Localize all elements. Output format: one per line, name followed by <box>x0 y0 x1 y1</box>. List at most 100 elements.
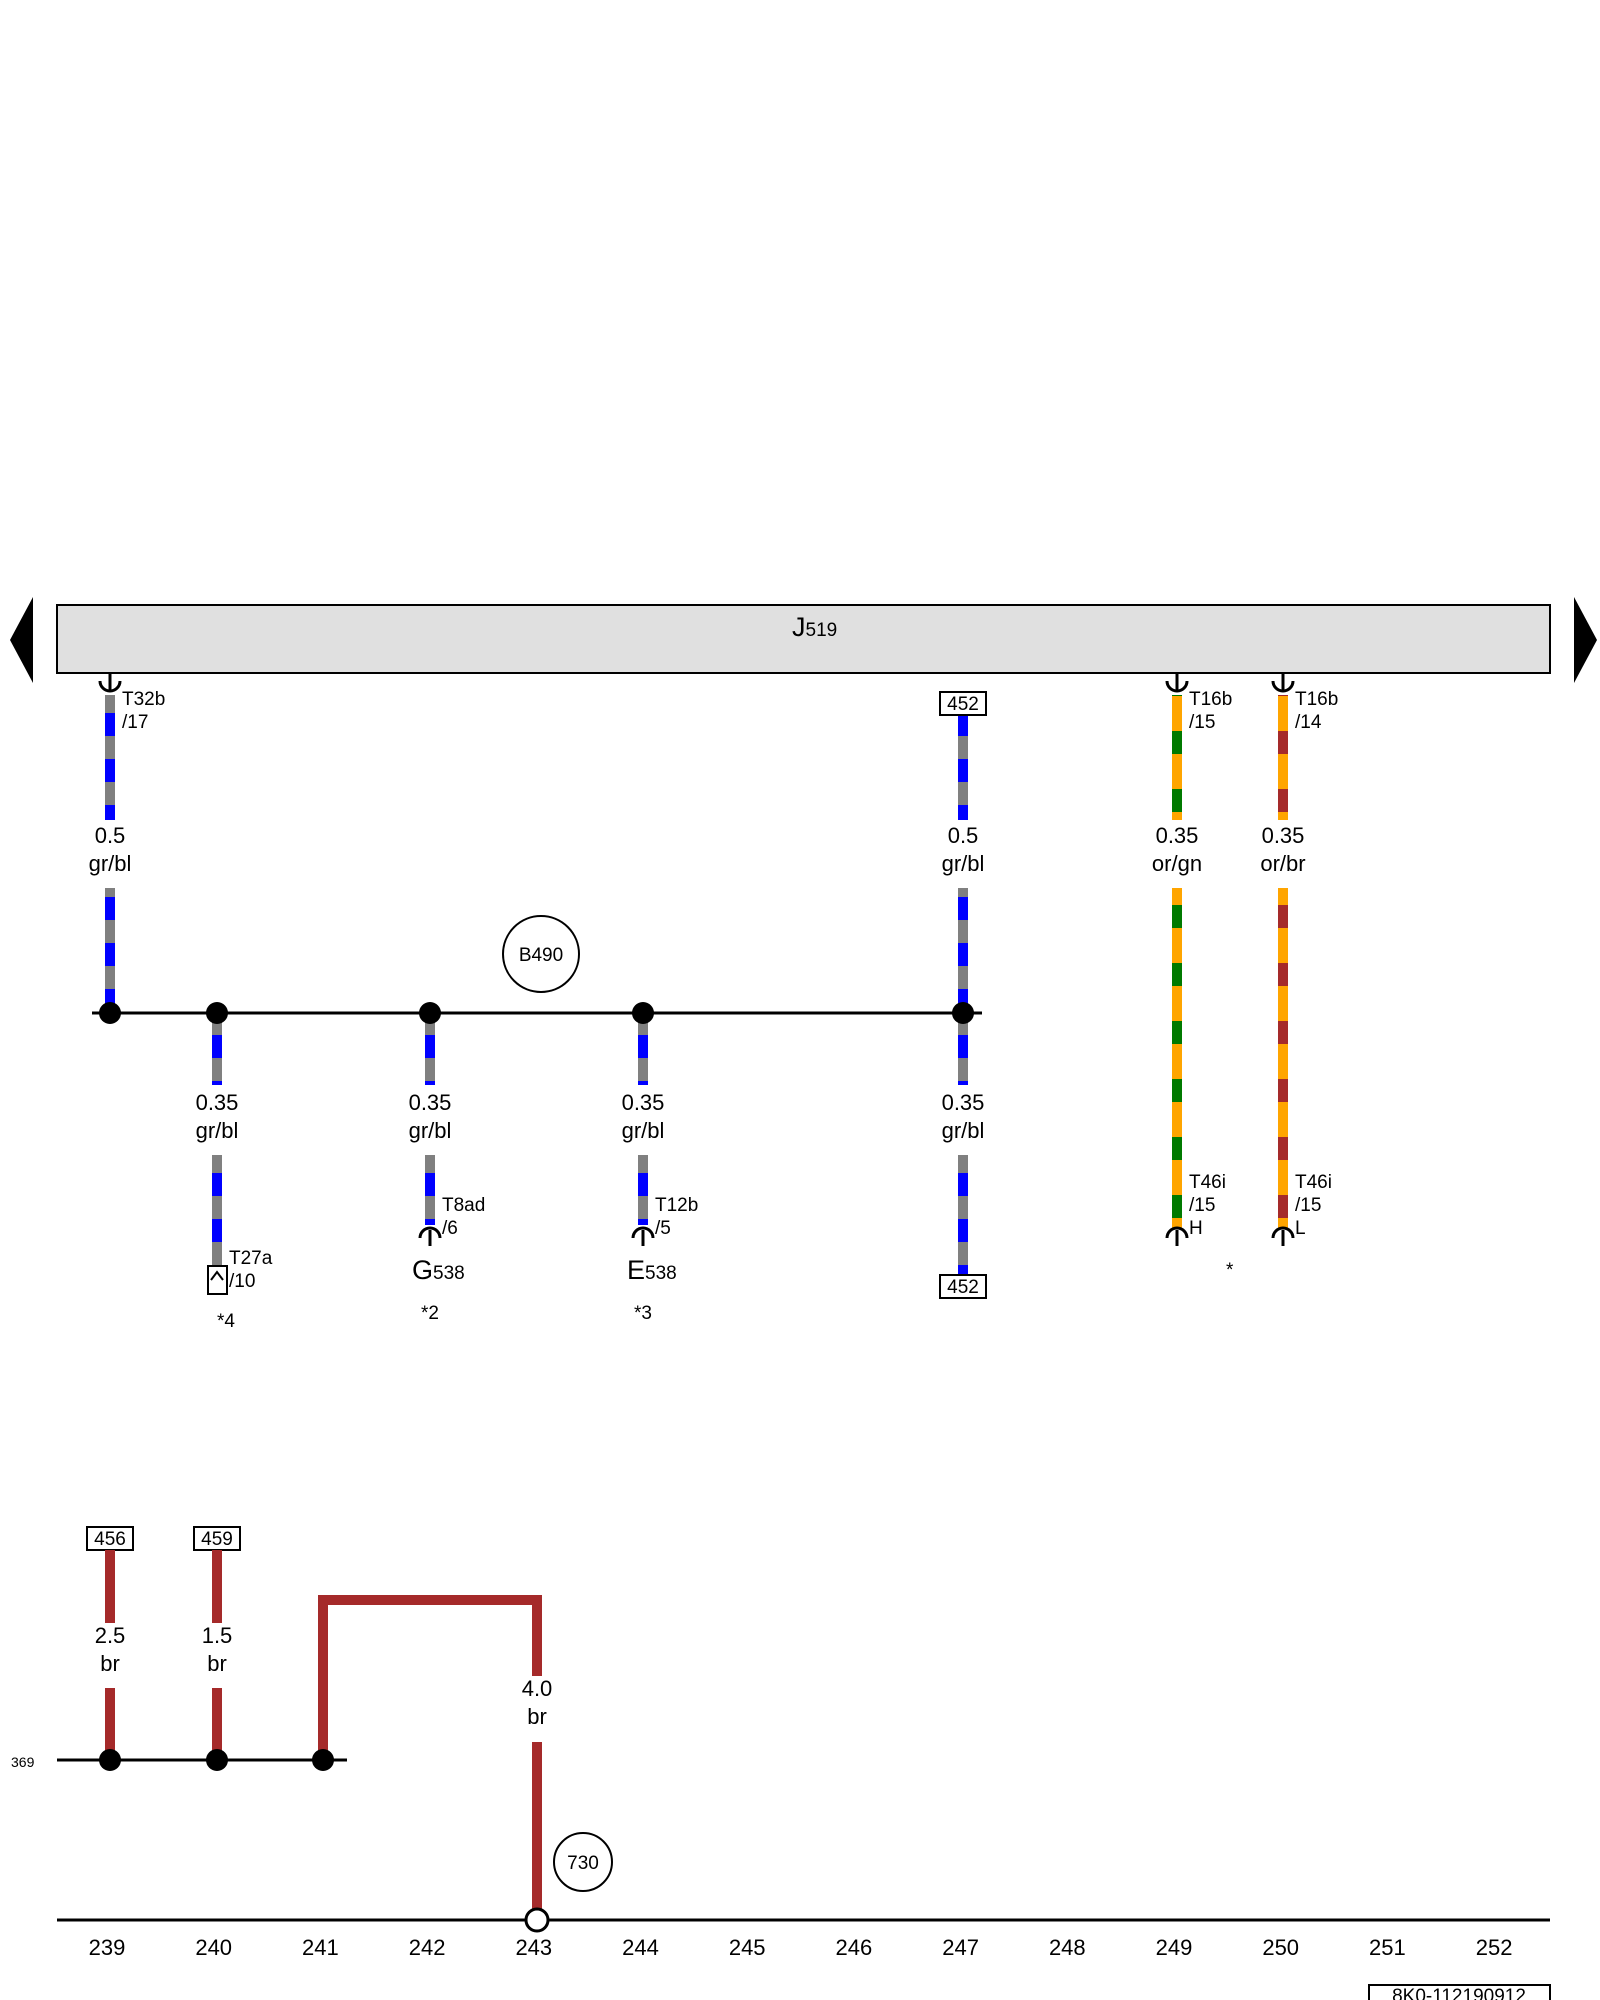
wire-w5-size: 0.35 <box>196 1090 239 1115</box>
track-number: 252 <box>1476 1935 1513 1960</box>
connector-c3-name: T16b <box>1295 689 1338 710</box>
splice-b490-circle <box>502 915 580 993</box>
track-number: 241 <box>302 1935 339 1960</box>
ref-box-452-bottom[interactable] <box>939 1274 987 1299</box>
wire-w11-size: 4.0 <box>522 1676 553 1701</box>
wire-w6-size: 0.35 <box>409 1090 452 1115</box>
track-number: 239 <box>89 1935 126 1960</box>
component-e538-label: E538 <box>627 1255 677 1285</box>
wire-w9-size: 2.5 <box>95 1623 126 1648</box>
wire-452b-upper <box>958 1013 968 1085</box>
wire-w3-color: or/gn <box>1152 851 1202 876</box>
connector-c8-name: T46i <box>1295 1172 1332 1193</box>
wire-w4-size: 0.35 <box>1262 823 1305 848</box>
track-number: 245 <box>729 1935 766 1960</box>
splice-b490-label: B490 <box>519 945 563 966</box>
connector-c2-pin: /15 <box>1189 712 1215 733</box>
power-node <box>99 1749 121 1771</box>
splice-node <box>206 1002 228 1024</box>
track-number: 250 <box>1262 1935 1299 1960</box>
connector-c4-pin: /10 <box>229 1271 255 1292</box>
splice-node <box>99 1002 121 1024</box>
track-number: 244 <box>622 1935 659 1960</box>
module-box <box>56 604 1551 674</box>
wire-or-br-lower <box>1278 888 1288 1228</box>
left-ref-label[interactable]: 369 <box>11 1754 35 1770</box>
wire-w3-size: 0.35 <box>1156 823 1199 848</box>
ref-box-452-top[interactable] <box>939 691 987 716</box>
wire-452b-lower <box>958 1155 968 1275</box>
wire-452-upper <box>958 715 968 820</box>
wire-w5-color: gr/bl <box>196 1118 239 1143</box>
component-g538-label: G538 <box>412 1255 465 1285</box>
wire-or-gn-lower <box>1172 888 1182 1228</box>
wire-t27a-upper <box>212 1013 222 1085</box>
connector-c3-pin: /14 <box>1295 712 1322 733</box>
track-number: 246 <box>836 1935 873 1960</box>
wire-w2-color: gr/bl <box>942 851 985 876</box>
note-2: *2 <box>421 1303 439 1324</box>
right-continuation-arrow[interactable] <box>1574 597 1597 683</box>
track-number: 240 <box>195 1935 232 1960</box>
connector-c7-name: T46i <box>1189 1172 1226 1193</box>
connector-c5-pin: /6 <box>442 1218 458 1239</box>
wire-t27a-lower <box>212 1155 222 1265</box>
wire-w7-size: 0.35 <box>622 1090 665 1115</box>
wire-w9-color: br <box>100 1651 120 1676</box>
wire-w1-color: gr/bl <box>89 851 132 876</box>
component-t27a-box-icon <box>207 1265 228 1295</box>
doc-id-box <box>1368 1984 1551 2000</box>
track-number: 249 <box>1156 1935 1193 1960</box>
note-3: *3 <box>634 1303 652 1324</box>
wire-w10-size: 1.5 <box>202 1623 233 1648</box>
splice-node <box>632 1002 654 1024</box>
note-star: * <box>1226 1260 1234 1281</box>
wire-w8-color: gr/bl <box>942 1118 985 1143</box>
wire-c1-lower <box>105 888 115 1013</box>
wire-c1-upper <box>105 695 115 820</box>
wire-w4-color: or/br <box>1260 851 1305 876</box>
wire-w1-size: 0.5 <box>95 823 126 848</box>
connector-c7-sub: H <box>1189 1218 1203 1239</box>
wire-e538-lower <box>638 1155 648 1225</box>
connector-c6-pin: /5 <box>655 1218 671 1239</box>
ground-open-node <box>524 1907 550 1933</box>
connector-c1-name: T32b <box>122 689 165 710</box>
track-number: 248 <box>1049 1935 1086 1960</box>
power-node <box>206 1749 228 1771</box>
splice-node <box>419 1002 441 1024</box>
wire-g538-lower <box>425 1155 435 1225</box>
connector-c6-name: T12b <box>655 1195 698 1216</box>
power-node <box>312 1749 334 1771</box>
connector-c1-pin: /17 <box>122 712 148 733</box>
connector-c5-name: T8ad <box>442 1195 485 1216</box>
module-label: J519 <box>792 612 837 642</box>
ref-459: 459 <box>201 1529 233 1550</box>
track-number: 247 <box>942 1935 979 1960</box>
connector-socket-icon <box>98 673 1295 693</box>
ref-456: 456 <box>94 1529 126 1550</box>
connector-pin-icon <box>418 1226 1295 1246</box>
connector-c8-sub: L <box>1295 1218 1306 1239</box>
ref-452-bottom: 452 <box>947 1277 979 1298</box>
connector-c4-name: T27a <box>229 1248 273 1269</box>
splice-node <box>952 1002 974 1024</box>
ref-452-top: 452 <box>947 694 979 715</box>
note-4: *4 <box>217 1311 235 1332</box>
wire-w8-size: 0.35 <box>942 1090 985 1115</box>
wire-e538-upper <box>638 1013 648 1085</box>
connector-c7-pin: /15 <box>1189 1195 1215 1216</box>
component-t27a-mark <box>210 1270 224 1281</box>
ground-730-label: 730 <box>567 1853 599 1874</box>
connector-c8-pin: /15 <box>1295 1195 1321 1216</box>
left-continuation-arrow[interactable] <box>10 597 33 683</box>
wire-w2-size: 0.5 <box>948 823 979 848</box>
track-number: 243 <box>515 1935 552 1960</box>
wire-452-lower <box>958 888 968 1013</box>
wire-w6-color: gr/bl <box>409 1118 452 1143</box>
wire-or-br-upper <box>1278 695 1288 820</box>
track-number: 242 <box>409 1935 446 1960</box>
connector-c2-name: T16b <box>1189 689 1232 710</box>
wire-w11-color: br <box>527 1704 547 1729</box>
